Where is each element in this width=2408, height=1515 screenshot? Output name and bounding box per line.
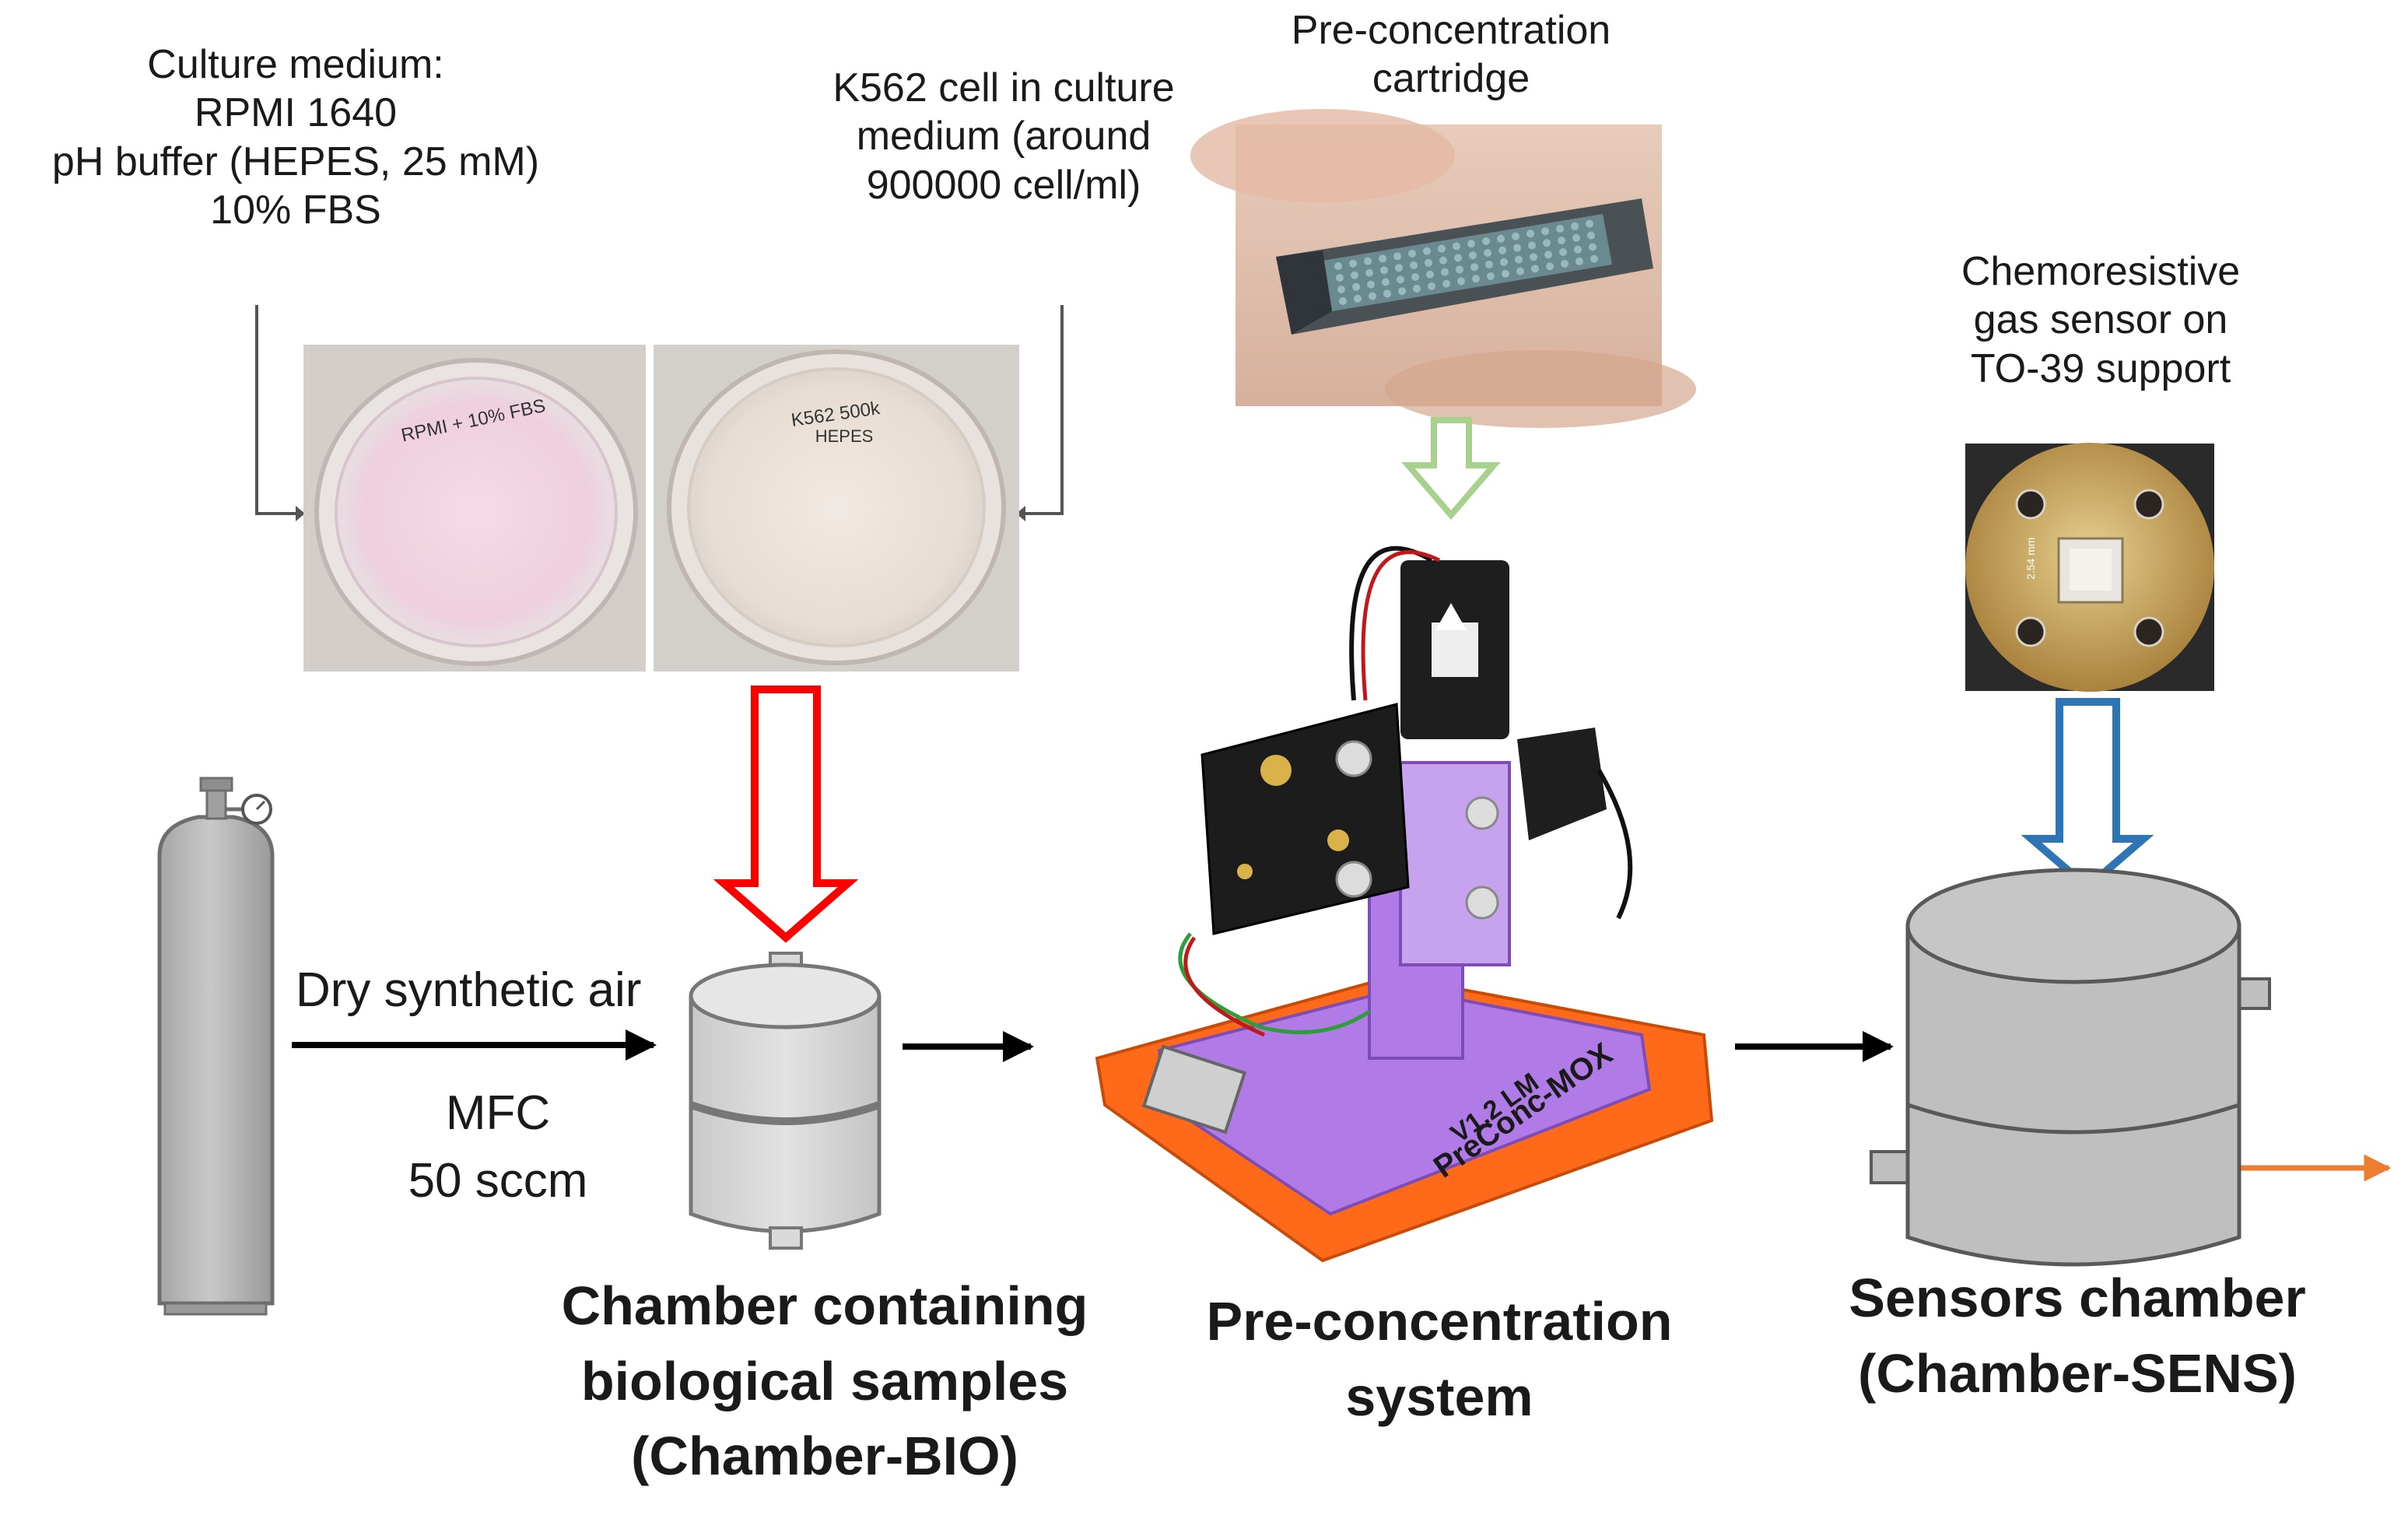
chemoresistive-sensor-label: Chemoresistive gas sensor on TO-39 suppo… (1961, 249, 2241, 391)
sensors-chamber-label: Sensors chamber (Chamber-SENS) (1849, 1268, 2306, 1404)
preconc-cartridge-label: Pre-concentration cartridge (1291, 8, 1611, 102)
preconcentration-system-photo: V1.2 LM PreConc-MOX (1095, 545, 1714, 1263)
culture-medium-connector (255, 305, 305, 521)
k562-connector (1016, 305, 1064, 521)
k562-cell-label: K562 cell in culture medium (around 9000… (832, 65, 1175, 208)
red-arrow (713, 686, 859, 943)
petri-dish-culture-medium-photo: RPMI + 10% FBS (303, 345, 646, 672)
pressure-gauge-icon (241, 794, 272, 825)
green-arrow (1401, 417, 1501, 521)
chamber-sens-drawing (1870, 868, 2271, 1267)
blue-arrow (2021, 698, 2154, 893)
preconc-system-label: Pre-concentration system (1206, 1291, 1673, 1427)
sensor-to39-photo: 2.54 mm (1965, 443, 2214, 692)
petri-dish-k562-photo: K562 500k HEPES (654, 345, 1019, 672)
gas-cylinder-icon (157, 777, 275, 1316)
mfc-label: MFC 50 sccm (408, 1086, 588, 1208)
cartridge-photo (1190, 109, 1696, 428)
chamber-bio-label: Chamber containing biological samples (C… (561, 1275, 1088, 1487)
chamber-bio-drawing (689, 952, 882, 1250)
dry-air-label: Dry synthetic air (296, 963, 642, 1017)
sensor-scale-text: 2.54 mm (2024, 538, 2037, 580)
dish-right-handwriting-2: HEPES (815, 426, 874, 446)
culture-medium-label: Culture medium: RPMI 1640 pH buffer (HEP… (51, 42, 540, 233)
